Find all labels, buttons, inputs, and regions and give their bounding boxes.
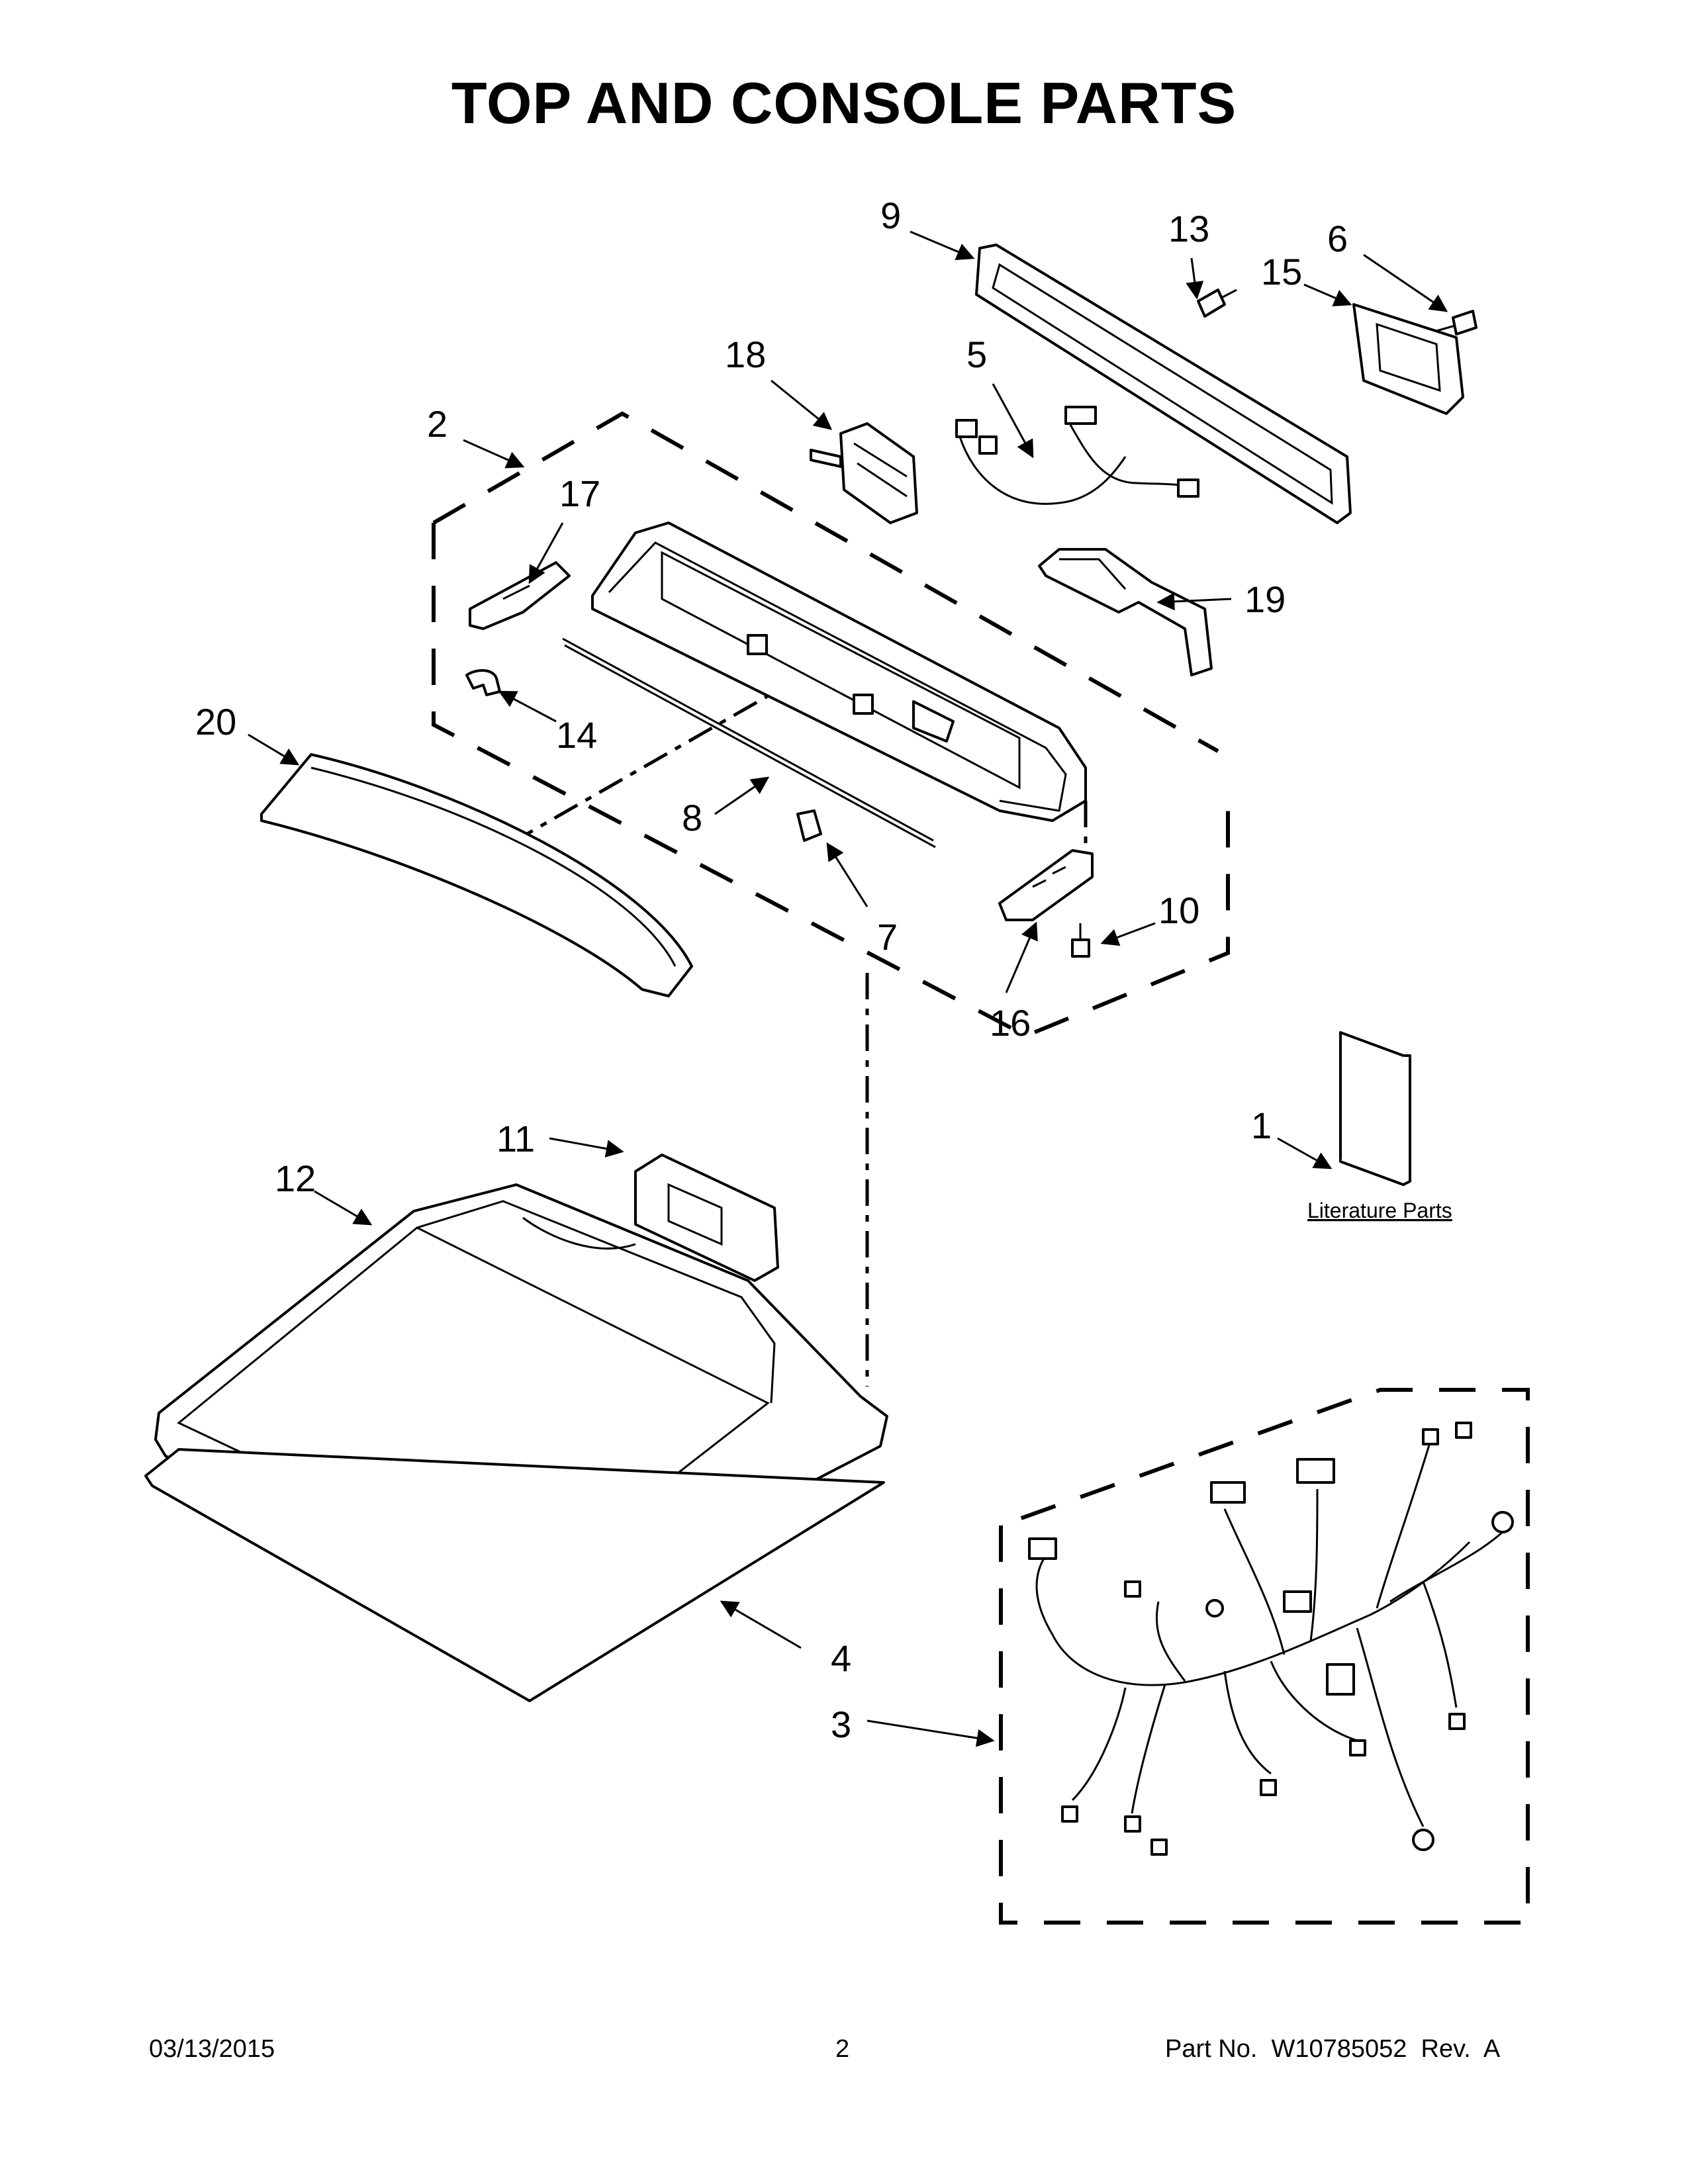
callout-18: 18 [725, 334, 766, 375]
bracket-16 [998, 849, 1094, 921]
literature-parts-label: Literature Parts [1307, 1199, 1452, 1222]
screw-10 [1071, 923, 1090, 958]
leader-arrows [248, 230, 1448, 1747]
insulation-pad-4 [144, 1448, 885, 1702]
console-glass-20 [260, 753, 693, 997]
wire-harness-3 [1028, 1422, 1514, 1856]
footer-date: 03/13/2015 [149, 2035, 275, 2063]
callout-11: 11 [496, 1118, 535, 1160]
clip-14 [465, 669, 501, 696]
callout-16: 16 [990, 1002, 1031, 1044]
console-assembly-boundary [432, 411, 1230, 1038]
harness-boundary [999, 1388, 1530, 1925]
callout-1: 1 [1251, 1105, 1272, 1146]
literature-book [1339, 1031, 1411, 1186]
console-body [591, 522, 1087, 822]
callout-7: 7 [877, 916, 898, 958]
callout-9: 9 [880, 195, 901, 236]
callout-10: 10 [1158, 889, 1199, 931]
callout-labels: 9 13 6 15 18 5 2 17 19 14 20 8 7 10 16 1… [195, 195, 1452, 1745]
bracket-15 [1352, 303, 1464, 415]
alignment-line [508, 660, 829, 846]
callout-13: 13 [1168, 208, 1209, 250]
callout-15: 15 [1261, 251, 1302, 293]
rod-8 [562, 637, 936, 848]
callout-12: 12 [275, 1158, 316, 1199]
footer-page-number: 2 [835, 2035, 850, 2063]
callout-3: 3 [831, 1704, 851, 1745]
callout-4: 4 [831, 1637, 851, 1679]
callout-19: 19 [1244, 578, 1286, 620]
callout-14: 14 [556, 714, 597, 756]
screw-6 [1436, 310, 1477, 336]
footer-part-number: Part No. W10785052 Rev. A [1165, 2035, 1501, 2063]
control-trim-frame [975, 244, 1352, 524]
control-board-18 [810, 422, 918, 524]
screw-13 [1197, 289, 1237, 318]
control-board-11 [634, 1154, 779, 1282]
bracket-19 [1038, 548, 1213, 676]
callout-2: 2 [427, 403, 447, 445]
page-title: TOP AND CONSOLE PARTS [451, 70, 1237, 136]
callout-5: 5 [966, 334, 987, 375]
callout-20: 20 [195, 701, 236, 743]
callout-6: 6 [1327, 218, 1348, 259]
clip-7 [796, 809, 822, 842]
bracket-17 [469, 561, 571, 630]
callout-8: 8 [682, 797, 702, 839]
wire-assembly-5 [955, 406, 1199, 505]
callout-17: 17 [559, 473, 600, 514]
